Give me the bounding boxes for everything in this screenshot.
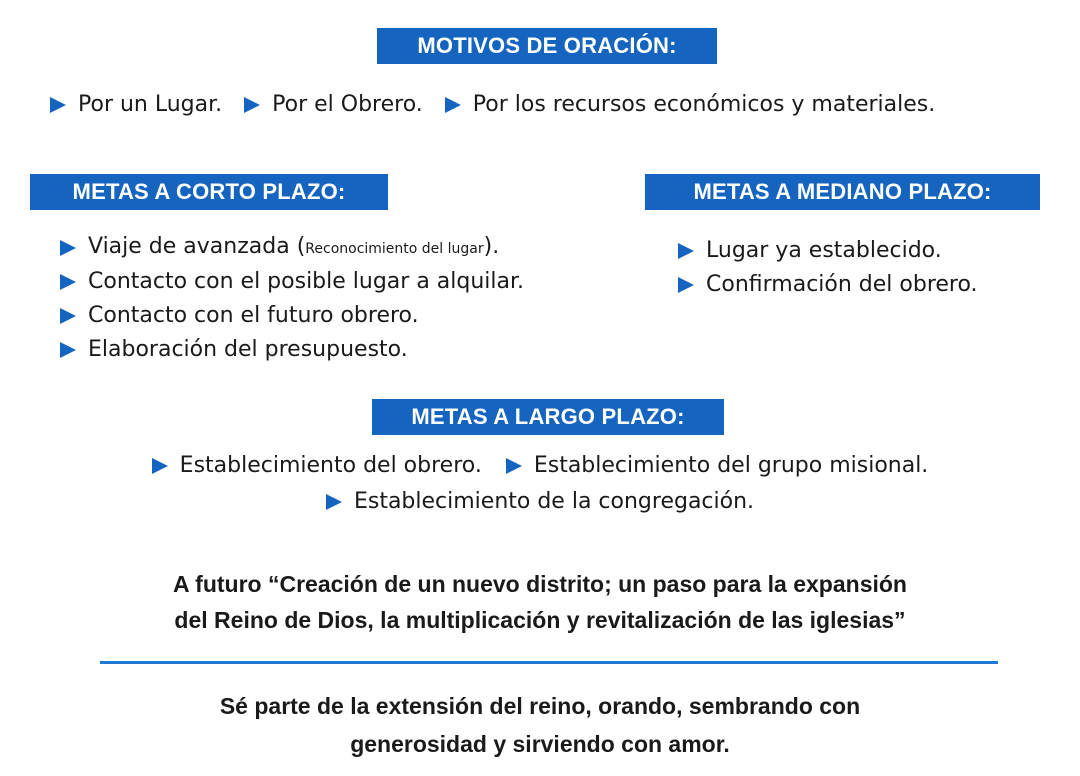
list-item: Contacto con el posible lugar a alquilar… — [60, 265, 524, 299]
list-item: Establecimiento de la congregación. — [325, 485, 755, 519]
list-item: Lugar ya establecido. — [678, 234, 978, 268]
triangle-arrow-icon — [325, 494, 342, 510]
divider — [100, 661, 998, 664]
triangle-arrow-icon — [60, 274, 76, 290]
list-item: Confirmación del obrero. — [678, 268, 978, 302]
mediano-item-2: Confirmación del obrero. — [706, 272, 978, 297]
corto-item-2: Contacto con el posible lugar a alquilar… — [88, 269, 525, 294]
corto-item-1: Viaje de avanzada (Reconocimiento del lu… — [88, 234, 500, 259]
triangle-arrow-icon — [678, 243, 694, 259]
triangle-arrow-icon — [60, 240, 76, 256]
largo-item-1: Establecimiento del obrero. — [179, 453, 482, 478]
list-item: Establecimiento del grupo misional. — [505, 449, 929, 483]
triangle-arrow-icon — [60, 342, 76, 358]
list-item: Elaboración del presupuesto. — [60, 333, 524, 367]
motivo-2: Por el Obrero. — [272, 92, 423, 117]
triangle-arrow-icon — [505, 458, 522, 474]
largo-item-2: Establecimiento del grupo misional. — [533, 453, 929, 478]
motivo-3: Por los recursos económicos y materiales… — [472, 92, 936, 117]
list-item: Por los recursos económicos y materiales… — [444, 88, 936, 122]
motivo-1: Por un Lugar. — [78, 92, 223, 117]
corto-item-4: Elaboración del presupuesto. — [88, 337, 408, 362]
mediano-item-1: Lugar ya establecido. — [706, 238, 942, 263]
futuro-line-1: A futuro “Creación de un nuevo distrito;… — [173, 571, 907, 597]
largo-list-row-2: Establecimiento de la congregación. — [0, 485, 1080, 519]
list-item: Viaje de avanzada (Reconocimiento del lu… — [60, 231, 524, 265]
futuro-line-2: del Reino de Dios, la multiplicación y r… — [174, 607, 906, 633]
largo-list-row-1: Establecimiento del obrero. Establecimie… — [0, 449, 1080, 483]
corto-list: Viaje de avanzada (Reconocimiento del lu… — [60, 231, 524, 367]
triangle-arrow-icon — [50, 97, 66, 113]
mediano-header: METAS A MEDIANO PLAZO: — [645, 174, 1040, 210]
cierre-line-2: generosidad y sirviendo con amor. — [350, 731, 730, 757]
list-item: Establecimiento del obrero. — [151, 449, 482, 483]
corto-header: METAS A CORTO PLAZO: — [30, 174, 388, 210]
mediano-list: Lugar ya establecido. Confirmación del o… — [678, 234, 978, 302]
corto-item-3: Contacto con el futuro obrero. — [88, 303, 419, 328]
triangle-arrow-icon — [60, 308, 76, 324]
list-item: Por el Obrero. — [244, 88, 423, 122]
list-item: Por un Lugar. — [50, 88, 222, 122]
motivos-header: MOTIVOS DE ORACIÓN: — [377, 28, 717, 64]
list-item: Contacto con el futuro obrero. — [60, 299, 524, 333]
cierre-line-1: Sé parte de la extensión del reino, oran… — [219, 693, 861, 719]
motivos-list: Por un Lugar. Por el Obrero. Por los rec… — [50, 88, 935, 122]
triangle-arrow-icon — [151, 458, 168, 474]
largo-header: METAS A LARGO PLAZO: — [372, 399, 724, 435]
largo-item-3: Establecimiento de la congregación. — [353, 489, 755, 514]
triangle-arrow-icon — [244, 97, 261, 113]
triangle-arrow-icon — [678, 277, 694, 293]
triangle-arrow-icon — [444, 97, 461, 113]
